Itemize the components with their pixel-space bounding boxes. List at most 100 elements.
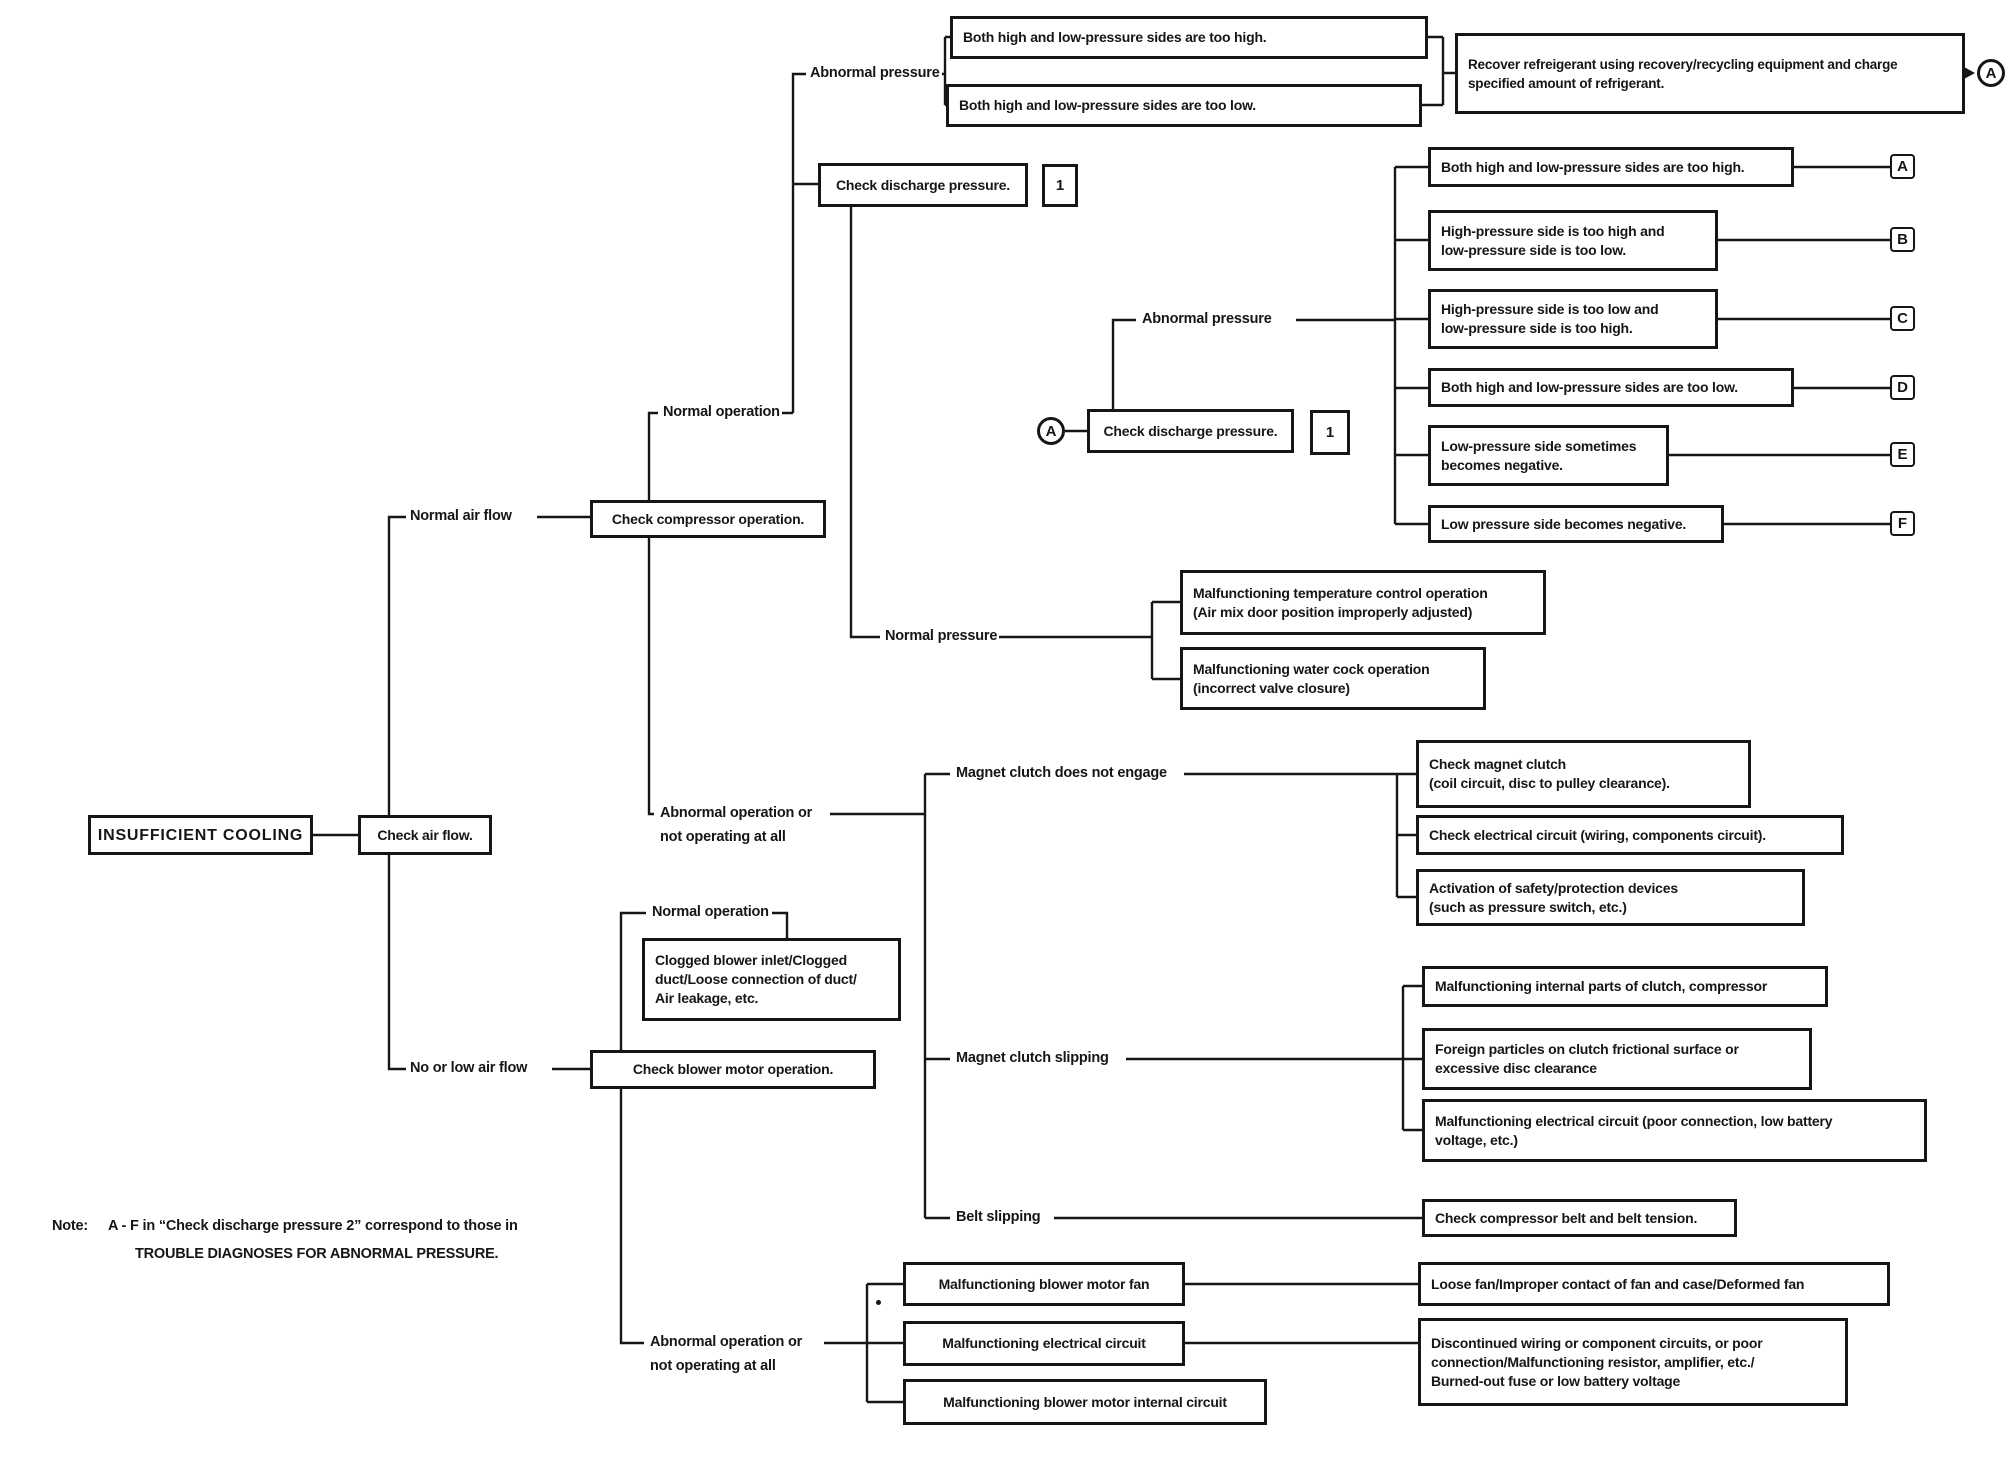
- text-line: specified amount of refrigerant.: [1468, 75, 1665, 91]
- box-both-sides-too-low-top: Both high and low-pressure sides are too…: [946, 84, 1422, 127]
- text-line: low-pressure side is too high.: [1441, 320, 1633, 336]
- label-abnormal-operation-blower-1: Abnormal operation or: [648, 1334, 805, 1350]
- label-normal-air-flow: Normal air flow: [408, 508, 514, 524]
- label-abnormal-pressure-2: Abnormal pressure: [1140, 311, 1274, 327]
- text-line: Both high and low-pressure sides are too…: [1441, 158, 1745, 175]
- box-result-a: Both high and low-pressure sides are too…: [1428, 147, 1794, 187]
- text-line: Malfunctioning electrical circuit: [942, 1335, 1146, 1351]
- letter-badge-d: D: [1890, 375, 1915, 400]
- box-result-d: Both high and low-pressure sides are too…: [1428, 368, 1794, 407]
- letter-badge-c: C: [1890, 306, 1915, 331]
- box-water-cock: Malfunctioning water cock operation (inc…: [1180, 647, 1486, 710]
- label-abnormal-operation-compressor-1: Abnormal operation or: [658, 805, 815, 821]
- label-belt-slipping: Belt slipping: [954, 1209, 1043, 1225]
- note-line-1: A - F in “Check discharge pressure 2” co…: [108, 1218, 518, 1234]
- text-line: Burned-out fuse or low battery voltage: [1431, 1372, 1681, 1389]
- text-line: Both high and low-pressure sides are too…: [963, 29, 1267, 45]
- text-line: Check compressor operation.: [611, 510, 805, 527]
- text-line: Activation of safety/protection devices: [1429, 879, 1678, 896]
- text-line: Clogged blower inlet/Clogged: [655, 952, 847, 968]
- box-clogged-blower-inlet: Clogged blower inlet/Clogged duct/Loose …: [642, 938, 901, 1021]
- letter-badge-b: B: [1890, 227, 1915, 252]
- text-line: voltage, etc.): [1435, 1131, 1518, 1148]
- text-line: Check air flow.: [377, 826, 473, 843]
- letter-badge-f: F: [1890, 511, 1915, 536]
- text-line: Malfunctioning blower motor fan: [938, 1275, 1150, 1292]
- text-line: connection/Malfunctioning resistor, ampl…: [1431, 1353, 1755, 1370]
- box-both-sides-too-high-top: Both high and low-pressure sides are too…: [950, 16, 1428, 59]
- box-check-blower-motor-operation: Check blower motor operation.: [590, 1050, 876, 1089]
- box-blower-internal-circuit: Malfunctioning blower motor internal cir…: [903, 1379, 1267, 1425]
- note-line-2: TROUBLE DIAGNOSES FOR ABNORMAL PRESSURE.: [135, 1246, 499, 1262]
- box-loose-fan: Loose fan/Improper contact of fan and ca…: [1418, 1262, 1890, 1306]
- text-line: low-pressure side is too low.: [1441, 241, 1627, 258]
- text-line: Malfunctioning electrical circuit (poor …: [1435, 1112, 1833, 1129]
- box-safety-protection-devices: Activation of safety/protection devices …: [1416, 869, 1805, 926]
- text-line: Foreign particles on clutch frictional s…: [1435, 1041, 1739, 1057]
- box-check-compressor-operation: Check compressor operation.: [590, 500, 826, 538]
- text-line: Both high and low-pressure sides are too…: [959, 97, 1256, 113]
- text-line: Loose fan/Improper contact of fan and ca…: [1431, 1275, 1805, 1292]
- box-malfunctioning-electrical-clutch: Malfunctioning electrical circuit (poor …: [1422, 1099, 1927, 1162]
- box-recover-refrigerant: Recover refreigerant using recovery/recy…: [1455, 33, 1965, 114]
- text-line: Check blower motor operation.: [632, 1061, 834, 1077]
- box-check-discharge-pressure-1: Check discharge pressure.: [818, 163, 1028, 207]
- box-result-b: High-pressure side is too high and low-p…: [1428, 210, 1718, 271]
- text-line: Check discharge pressure.: [1103, 422, 1278, 439]
- box-discontinued-wiring: Discontinued wiring or component circuit…: [1418, 1318, 1848, 1406]
- text-line: INSUFFICIENT COOLING: [97, 826, 304, 844]
- stray-dot-marker: [876, 1300, 881, 1305]
- box-insufficient-cooling: INSUFFICIENT COOLING: [88, 815, 313, 855]
- box-check-compressor-belt: Check compressor belt and belt tension.: [1422, 1199, 1737, 1237]
- box-check-air-flow: Check air flow.: [358, 815, 492, 855]
- label-normal-operation-blower: Normal operation: [650, 904, 771, 920]
- text-line: Malfunctioning internal parts of clutch,…: [1435, 978, 1768, 994]
- box-result-c: High-pressure side is too low and low-pr…: [1428, 289, 1718, 349]
- text-line: Both high and low-pressure sides are too…: [1441, 379, 1738, 395]
- arrow-right-icon: [1964, 67, 1975, 79]
- text-line: Check magnet clutch: [1429, 756, 1567, 772]
- footnote-box-2: 1: [1310, 410, 1350, 455]
- text-line: Air leakage, etc.: [655, 990, 759, 1006]
- label-no-or-low-air-flow: No or low air flow: [408, 1060, 530, 1076]
- box-foreign-particles: Foreign particles on clutch frictional s…: [1422, 1028, 1812, 1090]
- letter-badge-a: A: [1890, 154, 1915, 179]
- box-check-discharge-pressure-2: Check discharge pressure.: [1087, 409, 1294, 453]
- footnote-box-1: 1: [1042, 164, 1078, 207]
- text-line: Malfunctioning temperature control opera…: [1193, 584, 1488, 601]
- text-line: (Air mix door position improperly adjust…: [1193, 603, 1473, 620]
- text-line: (such as pressure switch, etc.): [1429, 898, 1627, 915]
- text-line: Check electrical circuit (wiring, compon…: [1429, 826, 1766, 843]
- text-line: Check compressor belt and belt tension.: [1435, 1209, 1698, 1226]
- label-abnormal-operation-blower-2: not operating at all: [648, 1358, 778, 1374]
- letter-badge-e: E: [1890, 442, 1915, 467]
- box-result-f: Low pressure side becomes negative.: [1428, 505, 1724, 543]
- label-abnormal-operation-compressor-2: not operating at all: [658, 829, 788, 845]
- label-magnet-clutch-slipping: Magnet clutch slipping: [954, 1050, 1111, 1066]
- text-line: becomes negative.: [1441, 456, 1563, 473]
- text-line: duct/Loose connection of duct/: [655, 971, 857, 987]
- note-label: Note:: [52, 1218, 89, 1234]
- text-line: excessive disc clearance: [1435, 1060, 1597, 1076]
- text-line: Discontinued wiring or component circuit…: [1431, 1334, 1763, 1351]
- text-line: High-pressure side is too high and: [1441, 222, 1665, 239]
- circled-a-connector-out: A: [1977, 59, 2005, 87]
- label-magnet-clutch-not-engage: Magnet clutch does not engage: [954, 765, 1169, 781]
- box-temperature-control: Malfunctioning temperature control opera…: [1180, 570, 1546, 635]
- text-line: (coil circuit, disc to pulley clearance)…: [1429, 775, 1670, 791]
- text-line: Recover refreigerant using recovery/recy…: [1468, 56, 1898, 72]
- text-line: High-pressure side is too low and: [1441, 301, 1659, 317]
- text-line: Check discharge pressure.: [836, 176, 1010, 193]
- box-check-magnet-clutch: Check magnet clutch (coil circuit, disc …: [1416, 740, 1751, 808]
- text-line: Malfunctioning blower motor internal cir…: [943, 1393, 1227, 1410]
- circled-a-connector-in: A: [1037, 417, 1065, 445]
- label-normal-pressure: Normal pressure: [883, 628, 1000, 644]
- text-line: (incorrect valve closure): [1193, 679, 1350, 696]
- text-line: Low-pressure side sometimes: [1441, 437, 1637, 454]
- text-line: Low pressure side becomes negative.: [1441, 515, 1687, 532]
- label-abnormal-pressure-1: Abnormal pressure: [808, 65, 942, 81]
- box-malfunctioning-electrical-blower: Malfunctioning electrical circuit: [903, 1321, 1185, 1366]
- box-check-electrical-circuit: Check electrical circuit (wiring, compon…: [1416, 815, 1844, 855]
